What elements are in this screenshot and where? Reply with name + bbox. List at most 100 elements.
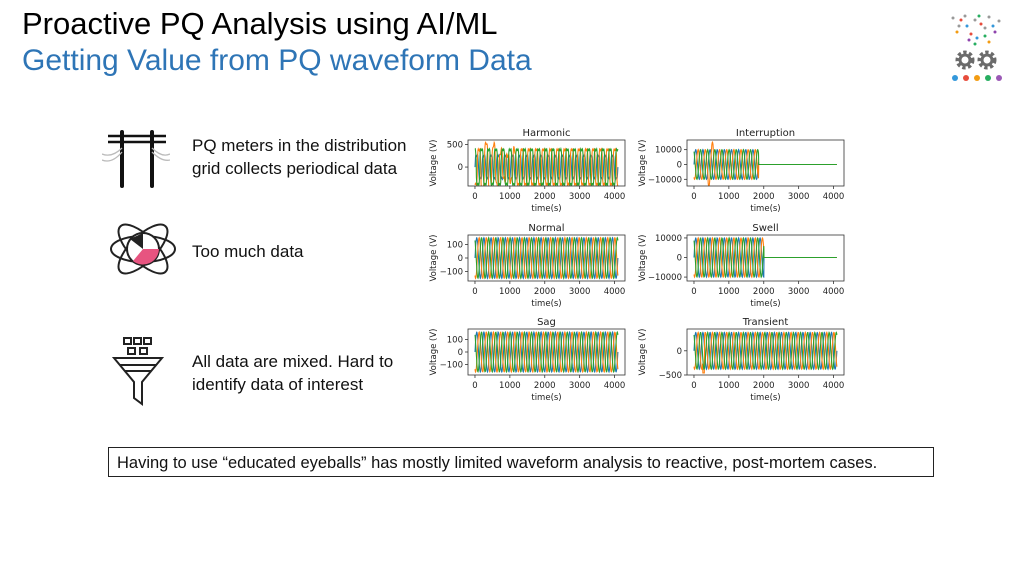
chart-harmonic: Harmonic 0 1000 2000 3000 4000 0 500 time(s) Volt… (429, 128, 626, 214)
y-tick-label: 0 (677, 347, 682, 357)
x-tick-label: 0 (691, 381, 696, 391)
funnel-filter-icon (112, 337, 164, 406)
series-phase-3 (693, 148, 837, 181)
chart-lines (693, 236, 837, 279)
series-phase-2 (693, 331, 838, 374)
chart-title: Normal (528, 223, 564, 234)
page-title: Proactive PQ Analysis using AI/ML (22, 6, 498, 41)
y-tick-label: 10000 (655, 234, 682, 244)
x-tick-label: 0 (472, 192, 477, 202)
x-axis-label: time(s) (750, 204, 780, 214)
x-tick-label: 0 (691, 192, 696, 202)
series-phase-1 (474, 236, 619, 280)
x-axis-label: time(s) (531, 299, 561, 309)
plot-frame (686, 328, 845, 376)
chart-title: Harmonic (522, 128, 570, 139)
x-tick-label: 2000 (534, 192, 556, 202)
x-tick-label: 3000 (569, 381, 591, 391)
x-tick-label: 4000 (823, 381, 845, 391)
chart-lines (474, 236, 619, 280)
x-tick-label: 4000 (604, 192, 626, 202)
x-tick-label: 4000 (604, 287, 626, 297)
y-axis-label: Voltage (V) (638, 139, 648, 186)
series-phase-3 (693, 236, 837, 279)
y-tick-label: 0 (458, 163, 463, 173)
row-line: grid collects periodical data (192, 159, 398, 178)
chart-title: Interruption (736, 128, 795, 139)
x-tick-label: 1000 (499, 192, 521, 202)
y-axis-label: Voltage (V) (638, 234, 648, 281)
x-tick-label: 2000 (753, 381, 775, 391)
x-tick-label: 1000 (499, 287, 521, 297)
y-tick-label: −500 (659, 371, 682, 381)
x-tick-label: 1000 (499, 381, 521, 391)
x-tick-label: 3000 (788, 381, 810, 391)
series-phase-3 (474, 146, 619, 186)
x-tick-label: 0 (472, 381, 477, 391)
x-tick-label: 4000 (823, 287, 845, 297)
x-tick-label: 2000 (534, 381, 556, 391)
row-line: identify data of interest (192, 375, 364, 394)
x-tick-label: 1000 (718, 381, 740, 391)
y-tick-label: −100 (440, 360, 463, 370)
x-tick-label: 2000 (753, 192, 775, 202)
x-tick-label: 1000 (718, 192, 740, 202)
chart-lines (693, 140, 837, 186)
x-tick-label: 4000 (604, 381, 626, 391)
plot-frame (467, 139, 626, 187)
x-tick-label: 3000 (569, 192, 591, 202)
y-tick-label: 0 (458, 254, 463, 264)
y-tick-label: 0 (458, 348, 463, 358)
x-axis-label: time(s) (750, 393, 780, 403)
y-tick-label: 10000 (655, 146, 682, 156)
y-tick-label: 0 (677, 254, 682, 264)
row-text-mixed: All data are mixed. Hard to identify dat… (192, 350, 393, 396)
x-tick-label: 3000 (788, 287, 810, 297)
y-axis-label: Voltage (V) (429, 139, 439, 186)
row-text-meters: PQ meters in the distribution grid colle… (192, 134, 406, 180)
series-phase-1 (474, 330, 619, 374)
series-phase-1 (474, 152, 619, 182)
y-tick-label: −100 (440, 268, 463, 278)
x-axis-label: time(s) (531, 204, 561, 214)
series-phase-3 (474, 330, 619, 374)
page-subtitle: Getting Value from PQ waveform Data (22, 44, 532, 77)
x-tick-label: 1000 (718, 287, 740, 297)
chart-title: Swell (752, 223, 778, 234)
x-tick-label: 3000 (788, 192, 810, 202)
y-axis-label: Voltage (V) (429, 234, 439, 281)
y-tick-label: 100 (447, 240, 463, 250)
x-tick-label: 3000 (569, 287, 591, 297)
series-phase-3 (474, 236, 619, 280)
y-tick-label: 100 (447, 336, 463, 346)
series-phase-2 (474, 140, 619, 186)
chart-lines (474, 140, 619, 186)
x-tick-label: 2000 (753, 287, 775, 297)
chart-lines (693, 331, 838, 374)
data-pie-icon (110, 223, 176, 275)
row-line: All data are mixed. Hard to (192, 352, 394, 371)
row-line: PQ meters in the distribution (192, 136, 407, 155)
power-pole-icon (102, 130, 170, 188)
chart-title: Sag (537, 317, 556, 328)
y-tick-label: −10000 (648, 175, 682, 185)
series-phase-1 (693, 331, 838, 371)
row-line: Too much data (192, 242, 304, 261)
chart-title: Transient (742, 317, 789, 328)
y-tick-label: 500 (447, 141, 463, 151)
series-phase-2 (474, 236, 619, 280)
y-tick-label: −10000 (648, 273, 682, 283)
y-tick-label: 0 (677, 160, 682, 170)
plot-frame (686, 234, 845, 282)
plot-frame (686, 139, 845, 187)
x-tick-label: 0 (472, 287, 477, 297)
x-tick-label: 0 (691, 287, 696, 297)
y-axis-label: Voltage (V) (429, 328, 439, 375)
data-gears-logo-icon (951, 14, 1002, 81)
series-phase-3 (693, 331, 838, 371)
